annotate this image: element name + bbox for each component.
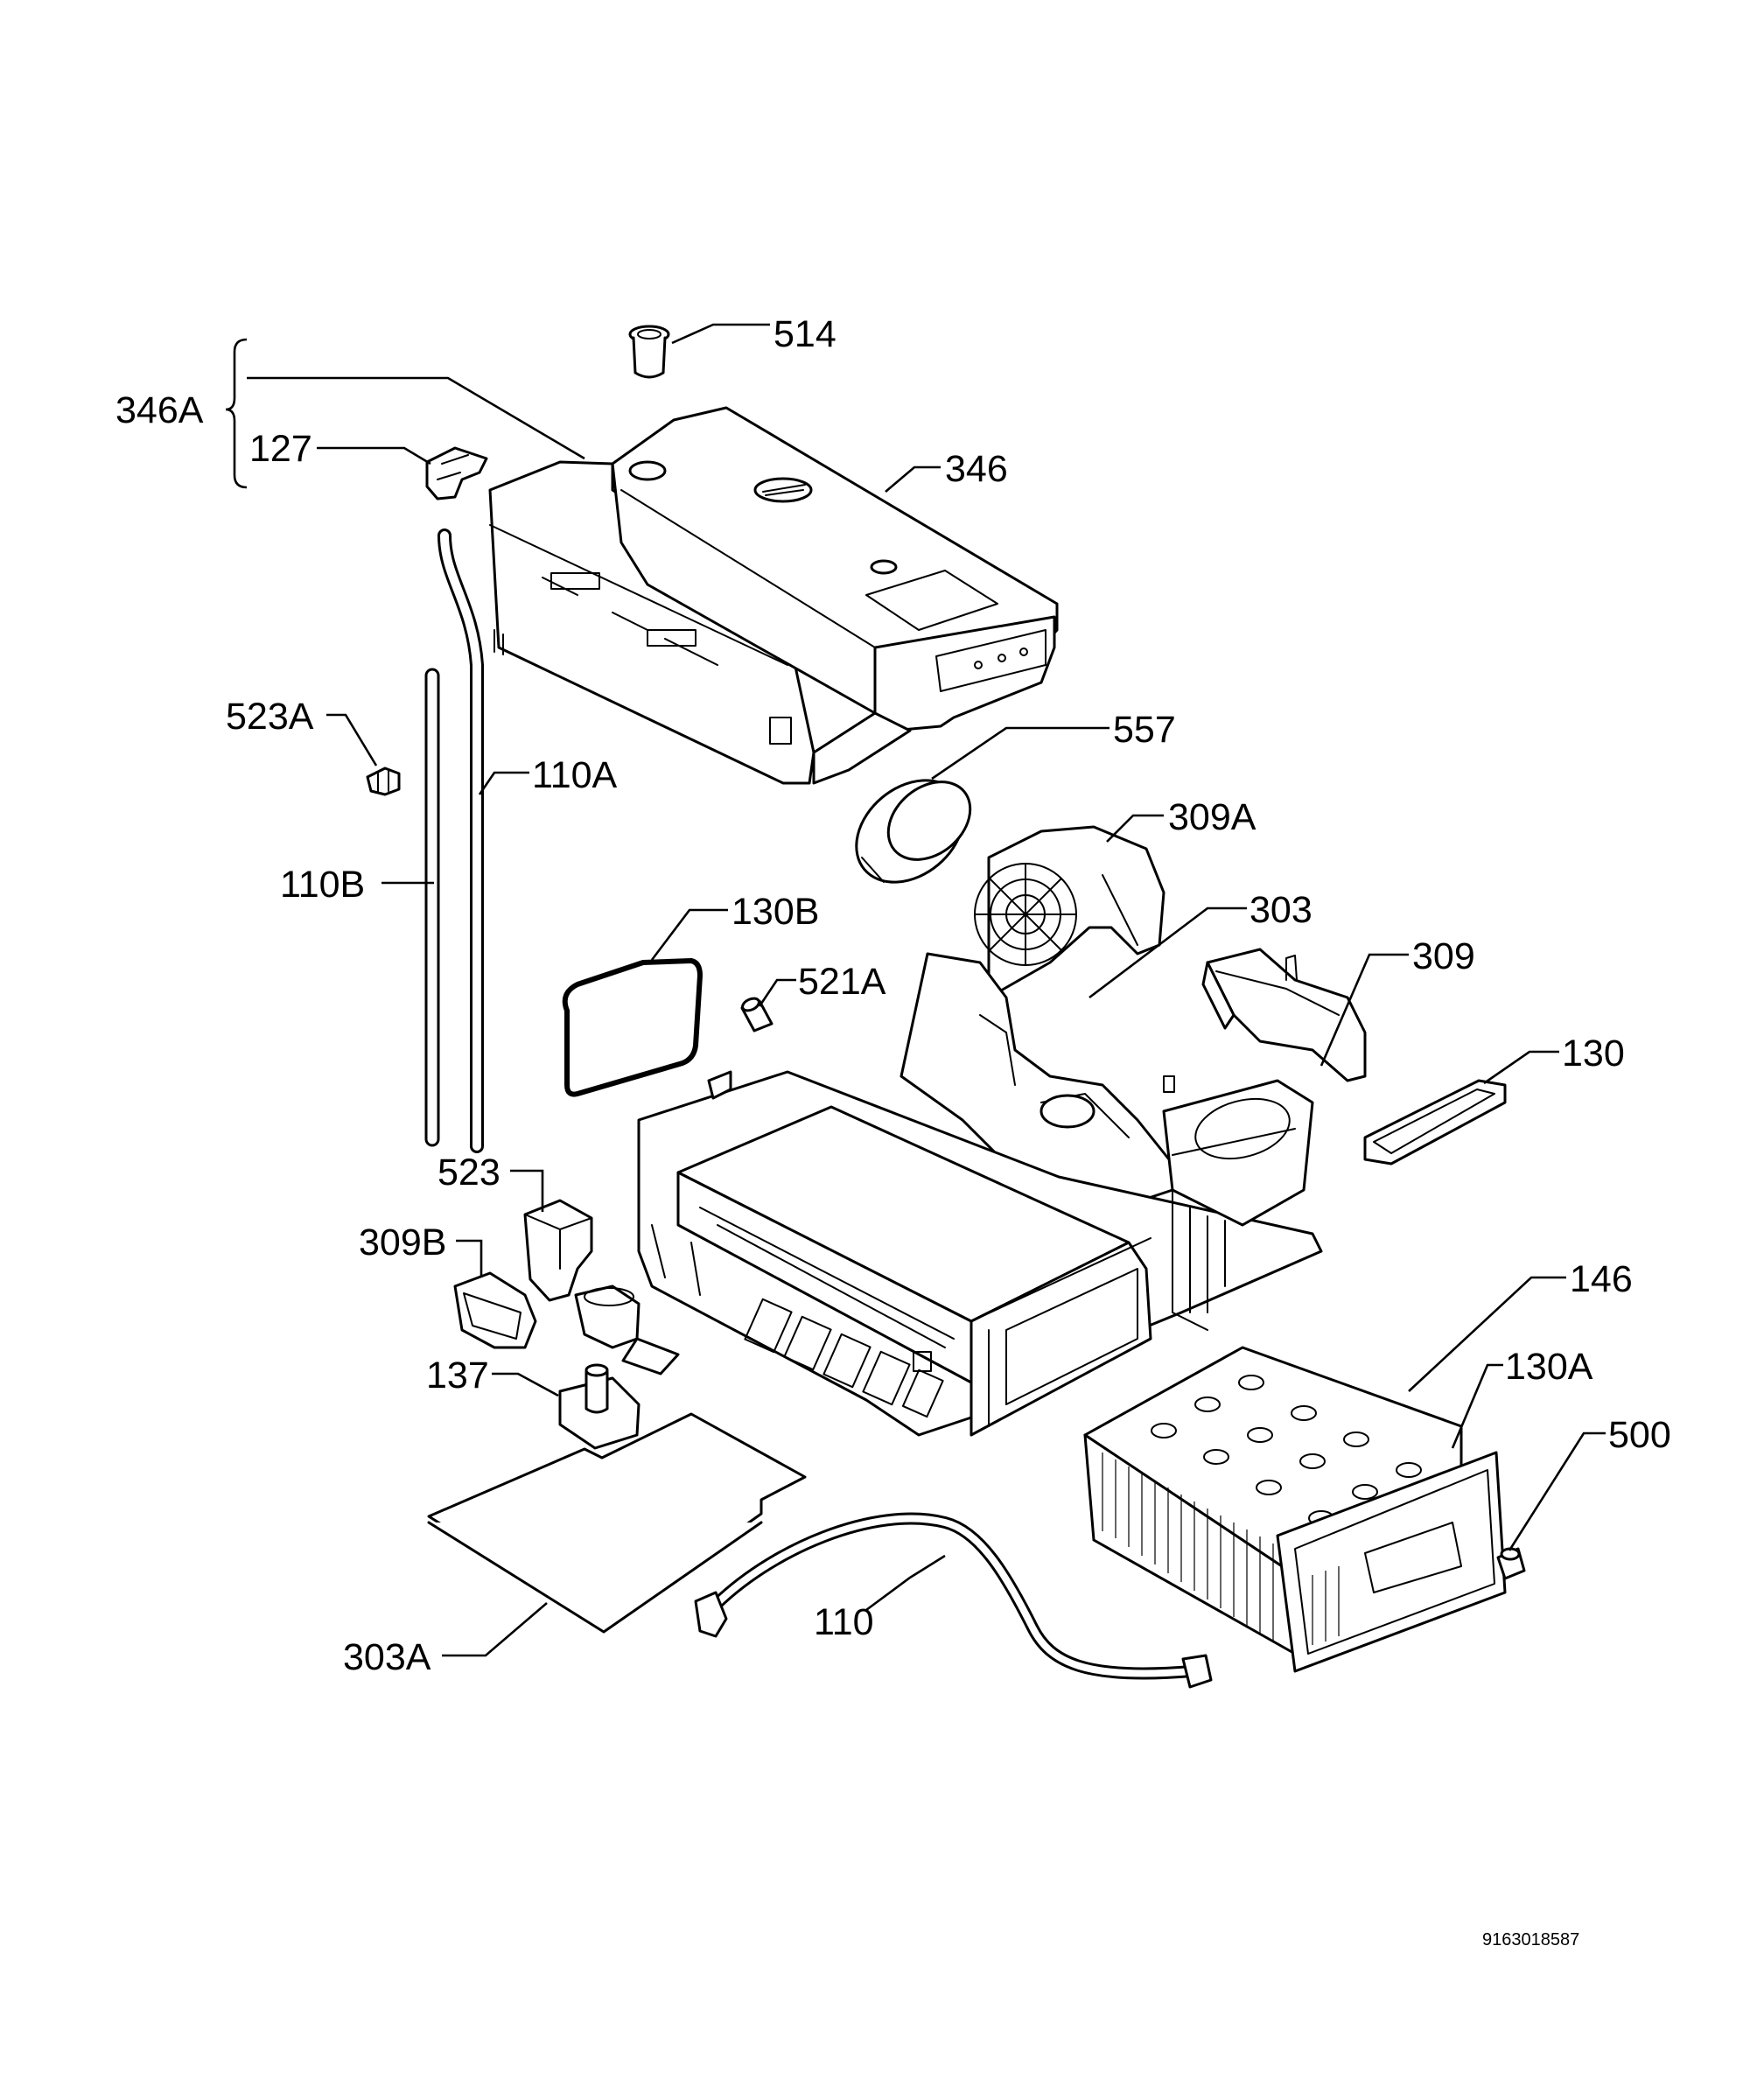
- label-309A: 309A: [1168, 796, 1256, 838]
- label-523: 523: [438, 1152, 500, 1194]
- part-127-clip: [425, 446, 488, 500]
- part-110-hose: [694, 1512, 1213, 1689]
- brace-346A: [225, 338, 248, 489]
- part-346-housing: [488, 406, 1059, 785]
- leader-lines: [247, 323, 1606, 1657]
- part-303-base-assembly: [637, 952, 1323, 1437]
- part-557-ring: [855, 779, 972, 884]
- label-130B: 130B: [732, 891, 819, 933]
- part-309A-fan-housing: [974, 825, 1166, 999]
- label-523A: 523A: [226, 696, 314, 738]
- label-514: 514: [774, 313, 836, 355]
- part-130A-frame: [1276, 1451, 1507, 1673]
- label-146: 146: [1570, 1258, 1633, 1300]
- label-557: 557: [1113, 709, 1176, 751]
- part-514-cap: [628, 325, 670, 379]
- part-523-connector: [523, 1199, 680, 1376]
- label-500: 500: [1608, 1414, 1671, 1456]
- label-309B: 309B: [359, 1222, 446, 1264]
- part-521A-plug: [740, 997, 774, 1032]
- label-137: 137: [426, 1354, 489, 1396]
- part-309B-bracket: [453, 1271, 537, 1349]
- label-303A: 303A: [343, 1636, 431, 1678]
- reference-number: 9163018587: [1482, 1930, 1579, 1950]
- label-110B: 110B: [280, 864, 365, 906]
- label-110A: 110A: [532, 754, 618, 796]
- label-130: 130: [1562, 1032, 1625, 1074]
- part-130B-gasket: [562, 958, 703, 1097]
- label-346A: 346A: [116, 389, 204, 431]
- part-labels: 514 346A 127 346 523A 110A 557 309A 110B…: [116, 313, 1671, 1678]
- label-130A: 130A: [1505, 1346, 1593, 1388]
- label-346: 346: [945, 448, 1008, 490]
- label-303: 303: [1250, 889, 1312, 931]
- part-523A-clip: [366, 766, 401, 796]
- part-110A-tube: [438, 528, 484, 1153]
- label-110: 110: [814, 1601, 874, 1643]
- part-309-duct: [1201, 948, 1367, 1082]
- label-309: 309: [1412, 935, 1475, 977]
- part-130-gasket: [1363, 1079, 1507, 1166]
- label-127: 127: [249, 428, 312, 470]
- part-303A-mat: [427, 1412, 807, 1634]
- label-521A: 521A: [798, 961, 886, 1003]
- part-137-sensor: [558, 1363, 640, 1450]
